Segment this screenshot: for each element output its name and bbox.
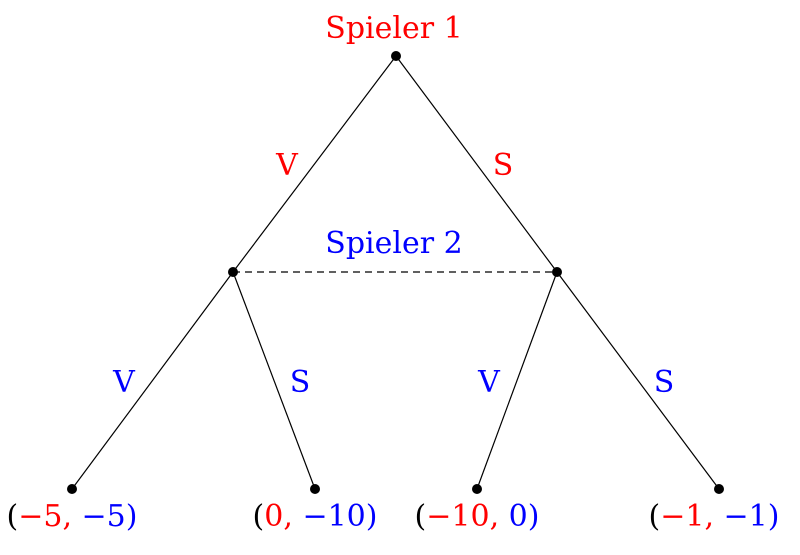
edge-root-right [395,55,558,273]
payoff-4: (−1, −1) [649,499,780,534]
edge-label-left-left: V [112,365,136,400]
leaf-2 [310,484,320,494]
edge-label-left-right: S [290,365,311,400]
leaf-4 [714,484,724,494]
edge-label-right-left: V [477,365,501,400]
payoff-3: (−10, 0) [415,499,540,534]
edge-right-left [476,271,558,490]
player2-label: Spieler 2 [325,226,462,261]
edge-left-left [71,271,234,490]
edge-label-root-right: S [493,148,514,183]
node-left [228,267,238,277]
node-right [552,267,562,277]
edge-root-left [232,55,397,273]
edge-right-right [556,271,720,490]
edge-label-right-right: S [654,365,675,400]
payoff-2: (0, −10) [253,499,378,534]
edge-left-right [232,271,316,490]
root-node [391,51,401,61]
payoff-1: (−5, −5) [7,499,138,534]
leaf-3 [472,484,482,494]
edge-label-root-left: V [275,148,299,183]
player1-label: Spieler 1 [325,11,462,46]
leaf-1 [67,484,77,494]
